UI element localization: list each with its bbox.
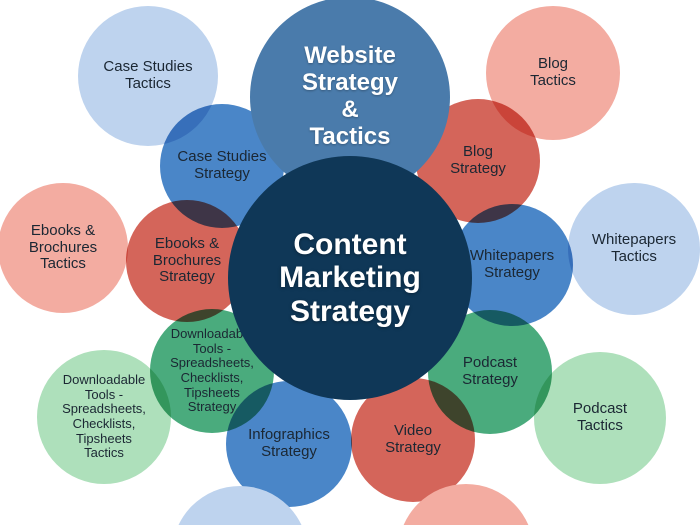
podcast-strategy-label: Podcast Strategy [462, 354, 518, 388]
downloadable-tools-tactics-label: Downloadable Tools - Spreadsheets, Check… [62, 372, 146, 461]
infographics-strategy-label: Infographics Strategy [248, 426, 330, 460]
podcast-tactics-label: Podcast Tactics [572, 400, 628, 434]
ebooks-brochures-strategy-label: Ebooks & Brochures Strategy [152, 234, 222, 286]
podcast-tactics[interactable]: Podcast Tactics [534, 352, 666, 484]
downloadable-tools-tactics[interactable]: Downloadable Tools - Spreadsheets, Check… [37, 350, 171, 484]
ebooks-brochures-tactics[interactable]: Ebooks & Brochures Tactics [0, 183, 128, 313]
ebooks-brochures-strategy[interactable]: Ebooks & Brochures Strategy [126, 200, 248, 322]
content-marketing-strategy-hub-label: Content Marketing Strategy [279, 227, 421, 328]
case-studies-strategy-label: Case Studies Strategy [177, 148, 267, 182]
blog-tactics-label: Blog Tactics [530, 55, 576, 89]
video-strategy-label: Video Strategy [385, 422, 441, 456]
case-studies-tactics-label: Case Studies Tactics [103, 58, 193, 92]
whitepapers-tactics[interactable]: Whitepapers Tactics [568, 183, 700, 315]
website-strategy-tactics-circle-label: Website Strategy & Tactics [301, 42, 399, 150]
whitepapers-tactics-label: Whitepapers Tactics [591, 231, 677, 265]
case-studies-tactics[interactable]: Case Studies Tactics [78, 6, 218, 146]
whitepapers-strategy-label: Whitepapers Strategy [469, 247, 555, 281]
content-marketing-strategy-hub[interactable]: Content Marketing Strategy [228, 156, 472, 400]
video-strategy[interactable]: Video Strategy [351, 378, 475, 502]
downloadable-tools-strategy-label: Downloadable Tools - Spreadsheets, Check… [170, 326, 254, 415]
ebooks-brochures-tactics-label: Ebooks & Brochures Tactics [28, 221, 98, 273]
blog-strategy-label: Blog Strategy [450, 143, 506, 177]
